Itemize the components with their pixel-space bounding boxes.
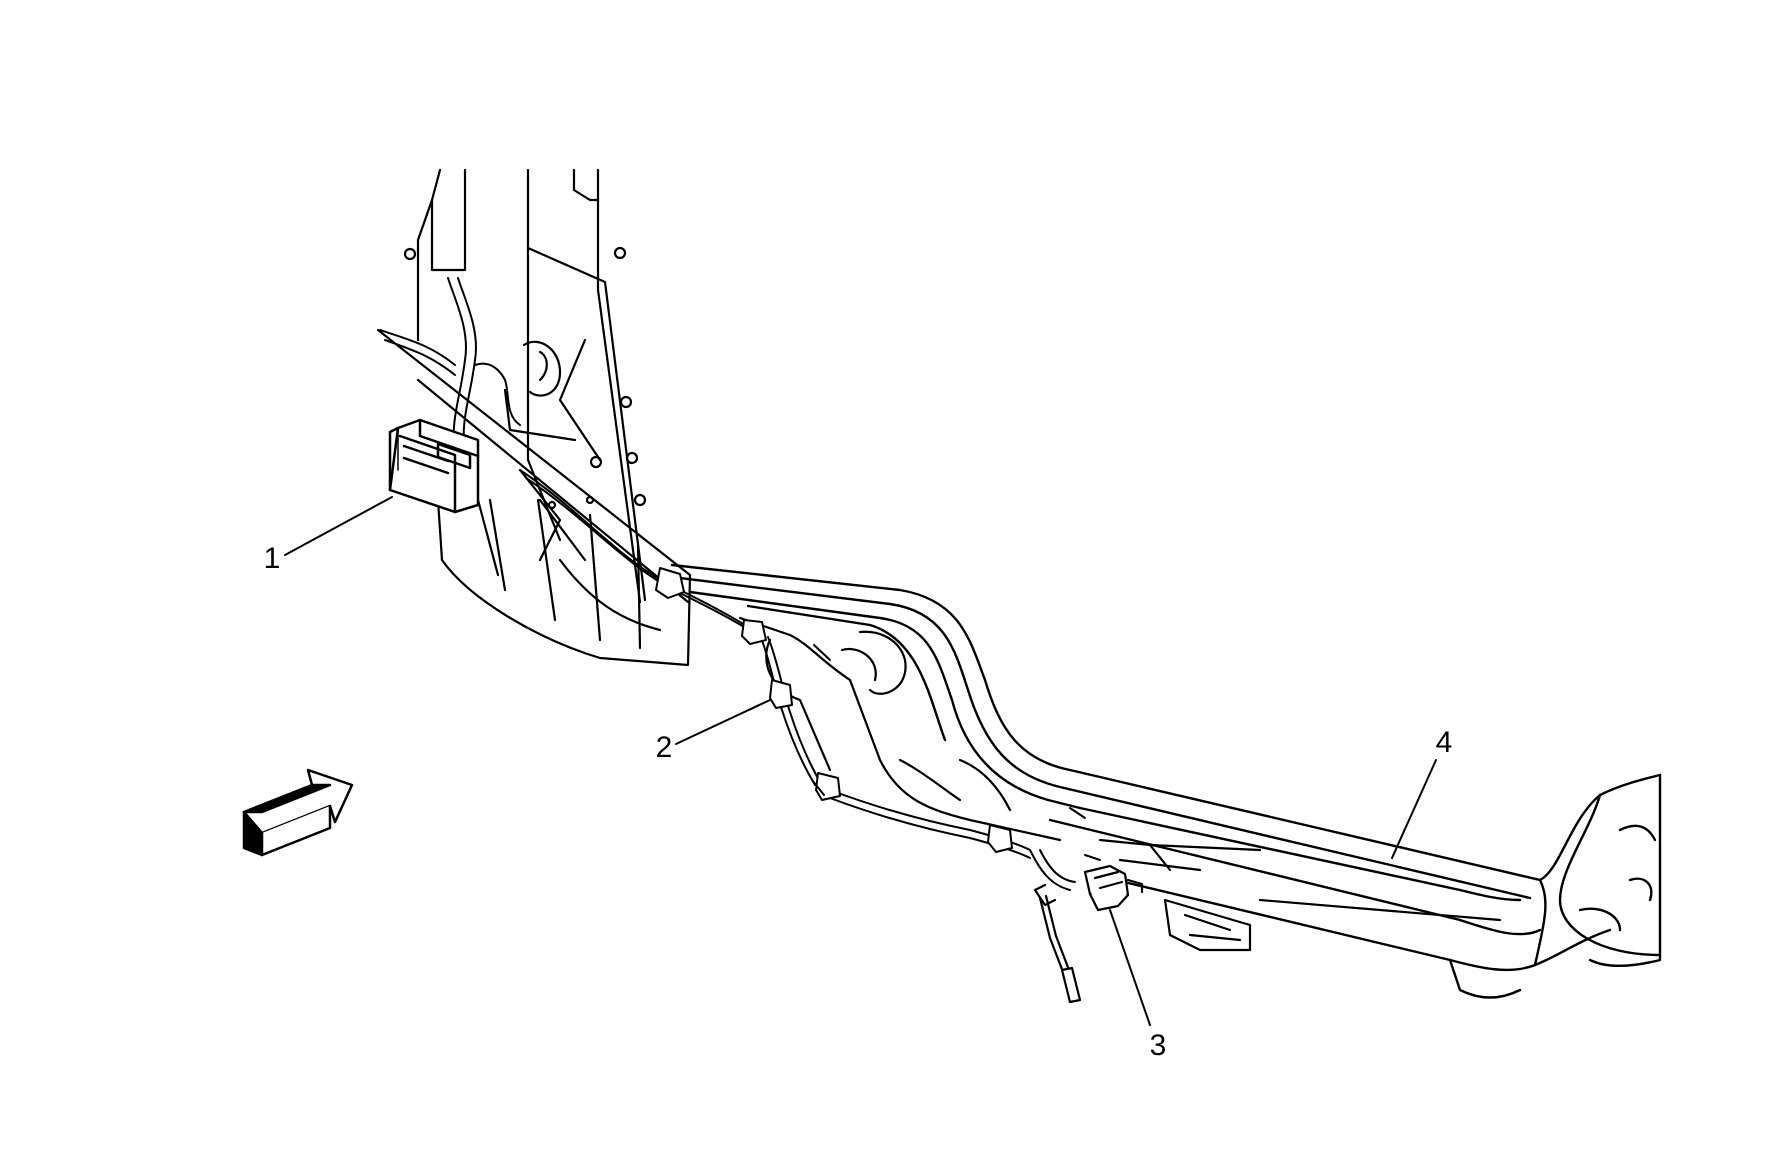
door-pillar <box>403 168 647 604</box>
callout-label-2: 2 <box>656 731 673 764</box>
harness-clip-icon <box>987 824 1013 853</box>
harness-clip-icon <box>741 619 767 645</box>
rocker-panel <box>670 563 1662 999</box>
leader-line-1 <box>284 496 393 556</box>
front-direction-arrow-icon <box>242 768 354 857</box>
control-module-icon <box>388 418 480 514</box>
callout-label-4: 4 <box>1436 726 1453 759</box>
sensor-connector-icon <box>1033 864 1144 1004</box>
harness-clip-icon <box>655 567 685 599</box>
leader-line-2 <box>675 699 771 745</box>
leader-line-3 <box>1109 909 1151 1026</box>
floor-channel <box>738 616 1502 952</box>
fasteners <box>811 644 1101 861</box>
callout-label-3: 3 <box>1150 1029 1167 1062</box>
harness-clip-icon <box>769 679 793 709</box>
callout-labels: 1 2 3 4 <box>264 542 1453 1062</box>
leader-line-4 <box>1391 759 1437 859</box>
harness-clip-icon <box>815 772 841 801</box>
callout-label-1: 1 <box>264 542 281 575</box>
leader-lines <box>284 496 1437 1026</box>
